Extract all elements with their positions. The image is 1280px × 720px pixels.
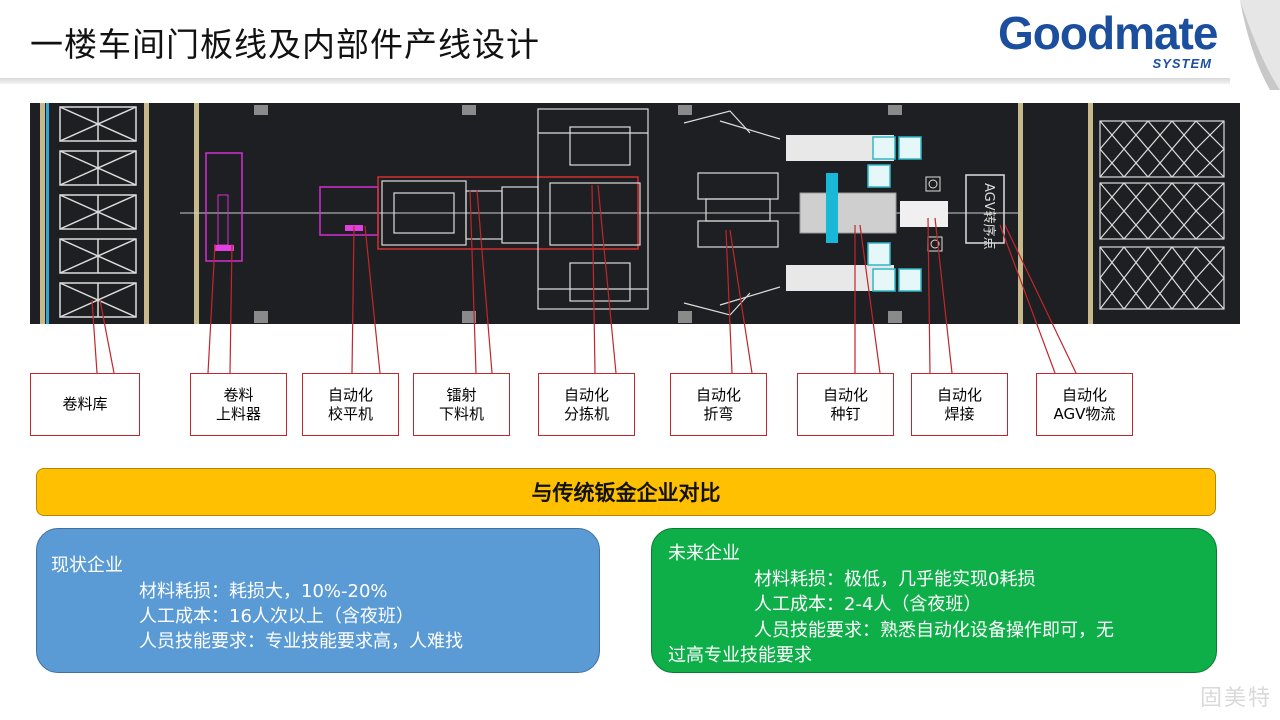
future-enterprise-panel: 未来企业 材料耗损：极低，几乎能实现0耗损 人工成本：2-4人（含夜班） 人员技…: [651, 528, 1217, 673]
future-line: 材料耗损：极低，几乎能实现0耗损: [754, 569, 1036, 590]
callout-laser-cutter: 镭射 下料机: [413, 373, 510, 436]
callout-agv: 自动化 AGV物流: [1036, 373, 1133, 436]
callout-welding: 自动化 焊接: [911, 373, 1008, 436]
future-line: 人员技能要求：熟悉自动化设备操作即可，无: [754, 620, 1114, 641]
agv-transfer-label: AGV转序点: [981, 183, 996, 250]
callout-riveting: 自动化 种钉: [797, 373, 894, 436]
logo-wordmark: Goodmate: [998, 7, 1218, 59]
current-line: 人员技能要求：专业技能要求高，人难找: [139, 631, 463, 652]
logo-subtitle: SYSTEM: [1152, 56, 1212, 71]
callout-leveler: 自动化 校平机: [302, 373, 399, 436]
future-line: 人工成本：2-4人（含夜班）: [754, 594, 982, 615]
current-line: 材料耗损：耗损大，10%-20%: [139, 581, 388, 602]
current-line: 人工成本：16人次以上（含夜班）: [139, 606, 414, 627]
current-head: 现状企业: [51, 555, 123, 576]
current-enterprise-panel: 现状企业 材料耗损：耗损大，10%-20% 人工成本：16人次以上（含夜班） 人…: [36, 528, 600, 673]
future-line: 过高专业技能要求: [668, 645, 812, 666]
watermark: 固美特: [1199, 686, 1272, 711]
coil-storage-racks: [59, 106, 137, 318]
finished-goods-racks: [1099, 120, 1225, 310]
callout-bending: 自动化 折弯: [670, 373, 767, 436]
callout-coil-loader: 卷料 上料器: [190, 373, 287, 436]
future-head: 未来企业: [668, 543, 740, 564]
header-bar: [0, 0, 1280, 80]
cad-layout-drawing: AGV转序点: [30, 103, 1240, 324]
page-title: 一楼车间门板线及内部件产线设计: [30, 25, 540, 64]
callout-sorter: 自动化 分拣机: [538, 373, 635, 436]
header-rule: [0, 78, 1230, 84]
page-curl-icon: [1240, 0, 1280, 90]
goodmate-logo: Goodmate SYSTEM: [998, 6, 1228, 76]
comparison-banner: 与传统钣金企业对比: [36, 468, 1216, 516]
callout-coil-storage: 卷料库: [30, 373, 140, 436]
